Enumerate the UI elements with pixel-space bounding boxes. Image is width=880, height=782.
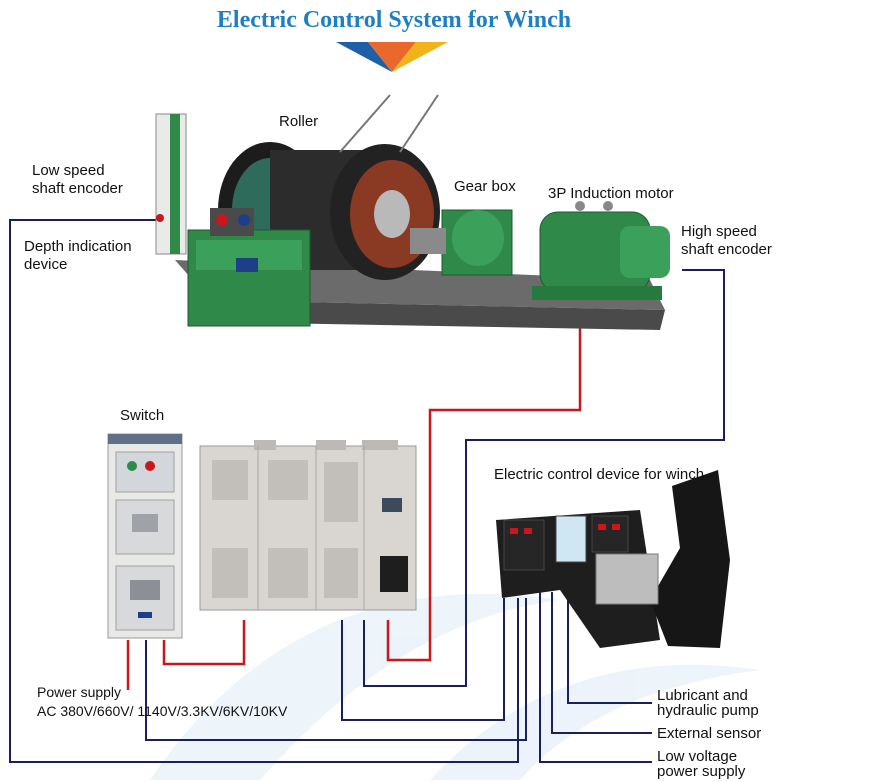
label-motor: 3P Induction motor — [548, 185, 674, 202]
wire-switch-inverter — [162, 620, 246, 666]
page-title: Electric Control System for Winch — [216, 7, 572, 33]
wire-switch-control — [145, 598, 527, 741]
power-wires — [126, 320, 582, 690]
label-depth-indication-line2: device — [24, 256, 68, 273]
title-chevron-icon — [336, 42, 448, 72]
label-lubricant-line2: hydraulic pump — [657, 702, 759, 719]
wire-external-sensor — [551, 592, 652, 734]
label-low-speed-encoder-line2: shaft encoder — [32, 180, 123, 197]
background-watermark — [150, 593, 760, 780]
winch-machine — [155, 94, 670, 330]
signal-wires — [9, 219, 725, 763]
label-low-voltage-line1: Low voltage — [657, 748, 738, 765]
console-screen — [555, 515, 587, 563]
wire-depth-indication — [9, 219, 519, 763]
label-high-speed-encoder-line2: shaft encoder — [681, 241, 772, 258]
label-gear-box: Gear box — [454, 178, 516, 195]
label-power-supply-line1: Power supply — [37, 684, 122, 700]
switch-cabinet — [107, 433, 183, 639]
wire-inverter-motor — [386, 320, 582, 662]
label-switch: Switch — [120, 407, 165, 424]
encoder-indicator-icon — [156, 214, 164, 222]
label-control-device: Electric control device for winch — [494, 466, 705, 483]
control-console — [496, 470, 730, 648]
label-lubricant-line1: Lubricant and — [657, 687, 748, 704]
wire-lubricant — [567, 592, 652, 704]
wire-high-speed-encoder — [363, 269, 725, 687]
label-roller: Roller — [279, 113, 319, 130]
rope-left — [339, 94, 391, 153]
label-depth-indication-line1: Depth indication — [24, 238, 132, 255]
rope-right — [399, 94, 439, 153]
label-low-voltage-line2: power supply — [657, 763, 746, 780]
operator-seat — [650, 470, 730, 648]
wire-low-voltage — [539, 592, 652, 763]
label-external-sensor: External sensor — [657, 725, 762, 742]
label-power-supply-line2: AC 380V/660V/ 1140V/3.3KV/6KV/10KV — [37, 703, 288, 719]
inverter-cabinet — [199, 440, 417, 611]
label-high-speed-encoder-line1: High speed — [681, 223, 757, 240]
label-low-speed-encoder-line1: Low speed — [32, 162, 105, 179]
wire-inverter-control — [341, 598, 505, 721]
